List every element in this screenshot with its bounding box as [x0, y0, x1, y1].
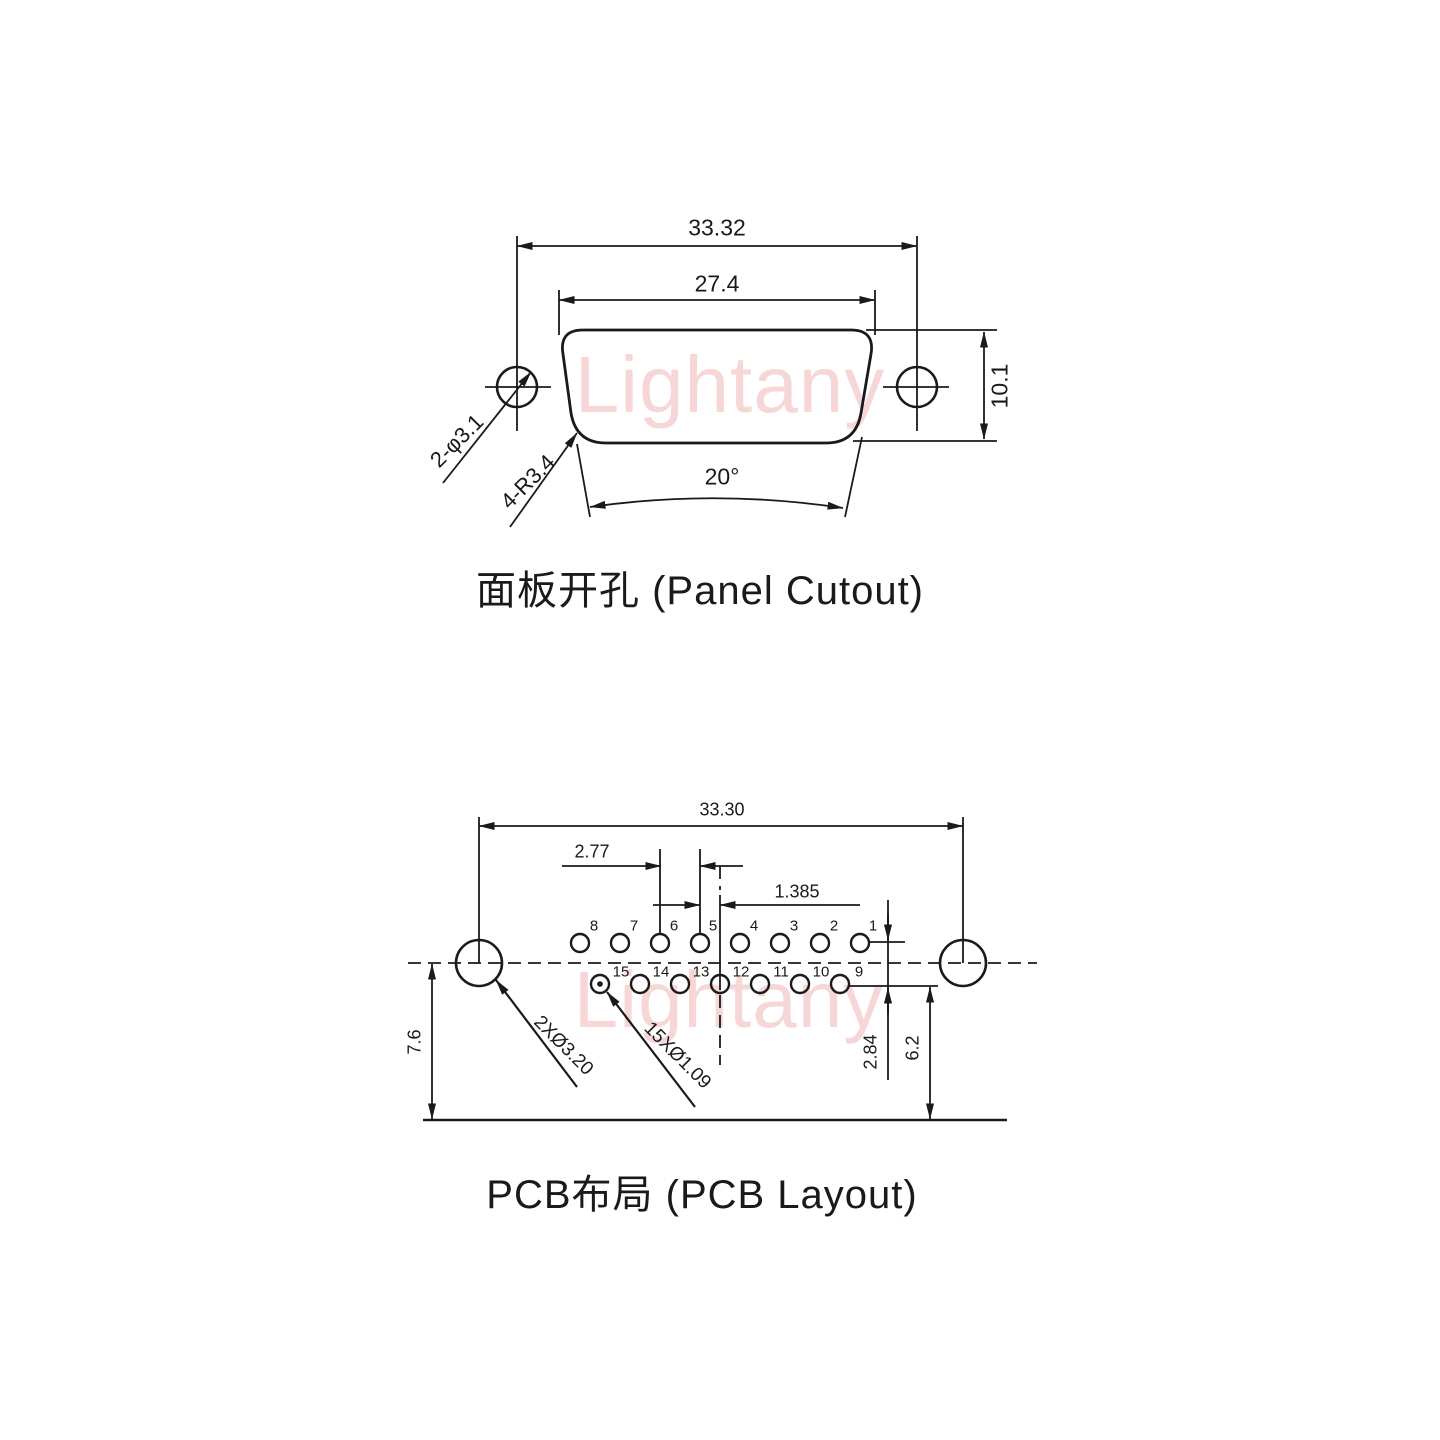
leader-mount-holes	[442, 371, 532, 484]
pin-label-4: 4	[749, 917, 759, 935]
pin-label-1: 1	[868, 917, 878, 935]
pin-holes-bottom-row	[589, 973, 851, 995]
dsub-cutout-outline	[561, 328, 873, 445]
pin-label-5: 5	[708, 917, 718, 935]
dim-27-4	[558, 290, 876, 335]
pin-label-11: 11	[773, 963, 789, 981]
dim-label-2-84: 2.84	[860, 1034, 881, 1070]
dim-label-20-deg: 20°	[704, 463, 740, 490]
dim-label-33-30: 33.30	[699, 799, 745, 820]
dim-label-6-2: 6.2	[902, 1035, 923, 1061]
pin-label-2: 2	[829, 917, 839, 935]
pin-15-center-dot	[597, 981, 603, 987]
dim-label-2-77: 2.77	[574, 841, 610, 862]
pin-holes-top-row	[569, 932, 871, 954]
pcb-layout-drawing	[408, 817, 1037, 1122]
pin-label-8: 8	[589, 917, 599, 935]
dim-label-1-385: 1.385	[774, 881, 820, 902]
pin-label-10: 10	[812, 963, 830, 981]
pin-label-7: 7	[629, 917, 639, 935]
pin-label-14: 14	[652, 963, 670, 981]
pin-label-3: 3	[789, 917, 799, 935]
dim-20-deg	[576, 436, 863, 518]
pin-label-15: 15	[612, 963, 630, 981]
dim-label-33-32: 33.32	[688, 214, 746, 241]
dim-label-10-1: 10.1	[986, 363, 1013, 409]
dim-10-1	[853, 329, 997, 442]
panel-cutout-title: 面板开孔 (Panel Cutout)	[475, 569, 925, 613]
leader-pcb-pin-holes	[606, 991, 696, 1108]
watermark-bottom: Lightany	[573, 955, 885, 1044]
pcb-mount-hole-left	[454, 938, 504, 988]
pin-label-12: 12	[732, 963, 750, 981]
pcb-layout-title: PCB布局 (PCB Layout)	[486, 1173, 918, 1217]
pin-label-6: 6	[669, 917, 679, 935]
pin-label-13: 13	[692, 963, 710, 981]
dim-2-77	[562, 849, 743, 934]
dim-label-27-4: 27.4	[694, 270, 740, 297]
dim-33-30	[478, 817, 964, 963]
dim-33-32	[516, 236, 918, 431]
panel-mount-hole-right	[883, 365, 949, 409]
dim-label-7-6: 7.6	[404, 1029, 425, 1055]
leader-corner-radius	[509, 432, 578, 528]
pcb-mount-hole-right	[938, 938, 988, 988]
watermark-top: Lightany	[574, 340, 886, 429]
panel-cutout-drawing	[442, 236, 997, 528]
pin-label-9: 9	[854, 963, 864, 981]
leader-pcb-mount-holes	[495, 979, 578, 1088]
dim-2-84	[849, 900, 938, 1080]
